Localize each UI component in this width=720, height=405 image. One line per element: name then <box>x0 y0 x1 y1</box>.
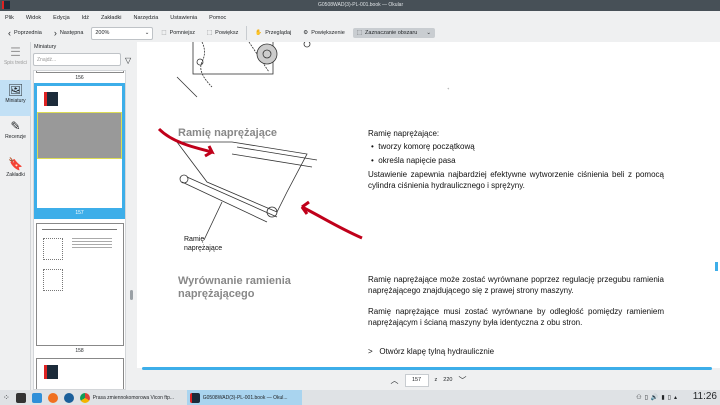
menu-tools[interactable]: Narzędzia <box>133 14 159 21</box>
zoom-out-icon: ⬚ <box>161 30 167 36</box>
next-button[interactable]: ›Następna <box>53 28 84 38</box>
panel-title: Miniatury <box>34 44 57 50</box>
title-bar: G0508WAD(3)-PL-001.book — Okular <box>0 0 720 11</box>
thumbnail-list: 156 157 158 <box>33 70 126 390</box>
paragraph: Ustawienie zapewnia najbardziej efektywn… <box>368 170 664 190</box>
selection-icon: ⬚ <box>356 30 363 36</box>
svg-text:+: + <box>447 86 450 91</box>
chevron-up-icon[interactable]: ︿ <box>390 375 399 385</box>
paragraph: Ramię naprężające może zostać wyrównane … <box>368 275 664 295</box>
section-heading: Wyrównanie ramienia naprężającego <box>178 275 291 300</box>
intro-text: Ramię naprężające: <box>368 129 440 138</box>
firefox-icon <box>47 392 58 403</box>
page-total: 220 <box>443 377 453 383</box>
machine-drawing: + <box>157 42 450 241</box>
annotation-arrow <box>300 200 363 240</box>
thumbnail-page[interactable] <box>36 223 124 346</box>
menu-edit[interactable]: Edycja <box>53 14 70 21</box>
page-number-input[interactable]: 157 <box>404 373 429 387</box>
pen-icon: ✎ <box>10 119 21 133</box>
thumbnail-selected[interactable]: 157 <box>34 83 125 219</box>
bullet-item: • określa napięcie pasa <box>371 156 456 165</box>
steam-button[interactable] <box>61 390 77 405</box>
firefox-button[interactable] <box>45 390 61 405</box>
thumbnail-page[interactable] <box>36 358 124 389</box>
bullet-item: • tworzy komorę początkową <box>371 142 475 151</box>
page-navigation: ︿ 157 z 220 ﹀ <box>137 370 720 390</box>
section-heading: Ramię naprężające <box>178 127 278 139</box>
thumbnail-page[interactable] <box>36 71 124 73</box>
zoom-in-button[interactable]: ⬚Powiększ <box>206 30 239 36</box>
logo-icon <box>44 92 58 106</box>
document-view: + Ramię naprężające Ramię naprężające Ra… <box>137 42 720 368</box>
magnifier-icon: ⚙ <box>303 30 309 36</box>
annotation-arrow <box>157 127 215 158</box>
app-launcher-button[interactable]: ⁘ <box>0 390 13 405</box>
document-scrollbar[interactable] <box>715 262 718 271</box>
files-button[interactable] <box>29 390 45 405</box>
taskbar: ⁘ Prasa zmiennokomorowa Vicon ftp... G05… <box>0 390 720 405</box>
chevron-right-icon: › <box>53 28 57 38</box>
menu-file[interactable]: Plik <box>5 14 14 21</box>
image-icon: 🖼 <box>7 83 24 97</box>
chevron-down-icon: ⌄ <box>426 30 431 36</box>
zoom-in-icon: ⬚ <box>206 30 213 36</box>
sidebar-item-reviews[interactable]: ✎Recenzje <box>0 118 31 140</box>
selected-area-highlight <box>37 112 122 159</box>
terminal-button[interactable] <box>13 390 29 405</box>
thumbnail-search-input[interactable]: Znajdź... <box>33 53 121 66</box>
menu-settings[interactable]: Ustawienia <box>170 14 198 21</box>
filter-icon[interactable]: ▽ <box>125 56 132 65</box>
previous-button[interactable]: ‹Poprzednia <box>8 28 42 38</box>
hand-icon: ✋ <box>255 30 263 36</box>
figure-callout: Ramię naprężające <box>184 236 223 252</box>
menu-bar: Plik Widok Edycja Idź Zakładki Narzędzia… <box>0 11 720 24</box>
tray-icons[interactable]: ⚇▯🔊▮▯▴ <box>636 395 680 401</box>
chrome-icon <box>79 392 90 403</box>
task-chrome[interactable]: Prasa zmiennokomorowa Vicon ftp... <box>77 390 187 405</box>
menu-view[interactable]: Widok <box>25 14 42 21</box>
toc-icon: ☰ <box>10 45 21 59</box>
chevron-left-icon: ‹ <box>8 28 11 38</box>
bookmark-icon: 🔖 <box>8 157 23 171</box>
okular-app-icon <box>2 1 10 9</box>
okular-icon <box>189 392 200 403</box>
zoom-out-button[interactable]: ⬚Pomniejsz <box>161 30 195 36</box>
paragraph: Ramię naprężające musi zostać wyrównane … <box>368 307 664 327</box>
terminal-icon <box>15 392 26 403</box>
thumbnail-label: 156 <box>75 75 84 81</box>
task-okular[interactable]: G0508WAD(3)-PL-001.book — Okul... <box>186 390 302 405</box>
step-item: > Otwórz klapę tylną hydraulicznie <box>368 347 495 356</box>
toolbar-separator <box>246 26 248 40</box>
thumbnail-label: 157 <box>75 210 84 216</box>
thumbnail-scrollbar[interactable] <box>128 70 135 390</box>
toolbar: ‹Poprzednia ›Następna 200%⌄ ⬚Pomniejsz ⬚… <box>0 24 720 42</box>
folder-icon <box>31 392 42 403</box>
zoom-select[interactable]: 200%⌄ <box>91 26 154 40</box>
window-title: G0508WAD(3)-PL-001.book — Okular <box>318 2 404 8</box>
browse-tool-button[interactable]: ✋Przeglądaj <box>255 30 292 36</box>
menu-bookmarks[interactable]: Zakładki <box>101 14 122 21</box>
steam-icon <box>63 392 74 403</box>
select-area-tool-button[interactable]: ⬚Zaznaczanie obszaru⌄ <box>352 28 435 38</box>
sidebar-item-toc[interactable]: ☰Spis treści <box>0 44 31 66</box>
sidebar-item-bookmarks[interactable]: 🔖Zakładki <box>0 156 31 178</box>
menu-help[interactable]: Pomoc <box>209 14 227 21</box>
page-separator: z <box>434 377 438 383</box>
horizontal-scrollbar[interactable] <box>142 367 712 370</box>
clock[interactable]: 11:26 <box>692 391 717 402</box>
chevron-down-icon[interactable]: ﹀ <box>458 375 467 385</box>
chevron-down-icon: ⌄ <box>144 29 150 36</box>
sidebar-item-thumbnails[interactable]: 🖼Miniatury <box>0 80 31 116</box>
system-tray[interactable]: ⚇▯🔊▮▯▴ <box>636 394 680 401</box>
thumbnail-label: 158 <box>75 348 84 354</box>
magnifier-tool-button[interactable]: ⚙Powiększenie <box>303 30 345 36</box>
menu-go[interactable]: Idź <box>81 14 90 21</box>
launcher-icon: ⁘ <box>3 393 10 402</box>
sidebar-tabs: ☰Spis treści 🖼Miniatury ✎Recenzje 🔖Zakła… <box>0 42 31 390</box>
